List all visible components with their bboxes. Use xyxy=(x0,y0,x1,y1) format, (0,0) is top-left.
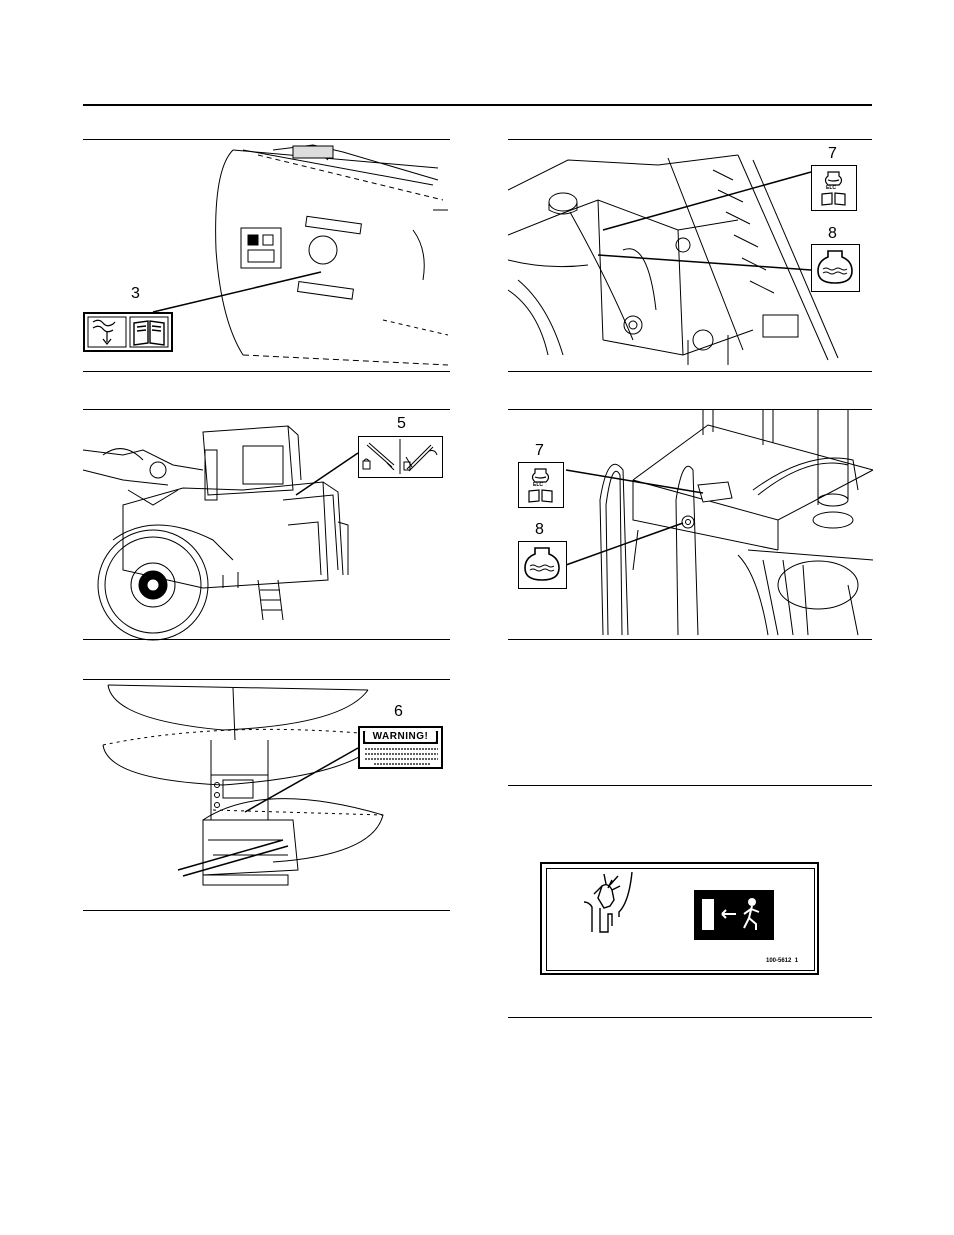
coolant-level-decal xyxy=(811,244,860,292)
callout-number: 3 xyxy=(131,286,140,302)
figure-coolant-decals-engine: 7 ELC 8 xyxy=(508,140,872,370)
emergency-exit-icon xyxy=(694,890,774,940)
coolant-elc-icon xyxy=(826,172,842,185)
coolant-level-decal xyxy=(518,541,567,589)
fuel-icon xyxy=(93,320,115,344)
callout-number-8: 8 xyxy=(535,522,544,538)
warning-title: WARNING! xyxy=(365,731,436,742)
callout-number: 6 xyxy=(394,704,403,720)
exit-decal: 100-5612 1 xyxy=(540,862,819,975)
figure-bottom-rule xyxy=(508,371,872,372)
book-icon xyxy=(134,321,164,345)
elc-label: ELC xyxy=(533,482,543,488)
warning-decal: WARNING! xyxy=(358,726,443,769)
coolant-elc-decal: ELC xyxy=(518,462,564,508)
coolant-elc-icon xyxy=(533,469,549,482)
warning-fine-print xyxy=(362,746,442,768)
page-header-rule xyxy=(83,104,872,106)
figure-fuel-tank-decal: 3 xyxy=(83,140,450,370)
figure-loader-lift-arm-decal: 5 xyxy=(83,410,450,638)
coolant-level-icon xyxy=(519,542,565,587)
part-number: 100-5612 1 xyxy=(766,958,798,964)
elc-label: ELC xyxy=(826,185,836,191)
figure-bottom-rule xyxy=(83,639,450,640)
lift-arm-lock-decal xyxy=(358,436,443,478)
figure-steering-warning-decal: 6 WARNING! xyxy=(83,680,450,908)
coolant-level-icon xyxy=(812,245,858,290)
callout-number: 5 xyxy=(397,416,406,432)
callout-number-7: 7 xyxy=(828,146,837,162)
lift-arm-lock-icon xyxy=(363,443,394,470)
book-icon xyxy=(529,490,552,502)
figure-bottom-rule xyxy=(83,371,450,372)
figure-emergency-exit-decal: 100-5612 1 xyxy=(508,786,872,1016)
book-icon xyxy=(822,193,845,205)
figure-bottom-rule xyxy=(508,1017,872,1018)
hand-hazard-icon xyxy=(584,872,654,952)
callout-number-8: 8 xyxy=(828,226,837,242)
figure-coolant-decals-radiator: 7 ELC 8 xyxy=(508,410,872,638)
fuel-manual-decal xyxy=(83,312,173,352)
lift-arm-unlock-icon xyxy=(404,445,437,471)
radiator-tank-illustration xyxy=(508,410,872,635)
figure-bottom-rule xyxy=(508,639,872,640)
figure-bottom-rule xyxy=(83,910,450,911)
coolant-elc-decal: ELC xyxy=(811,165,857,211)
callout-number-7: 7 xyxy=(535,443,544,459)
